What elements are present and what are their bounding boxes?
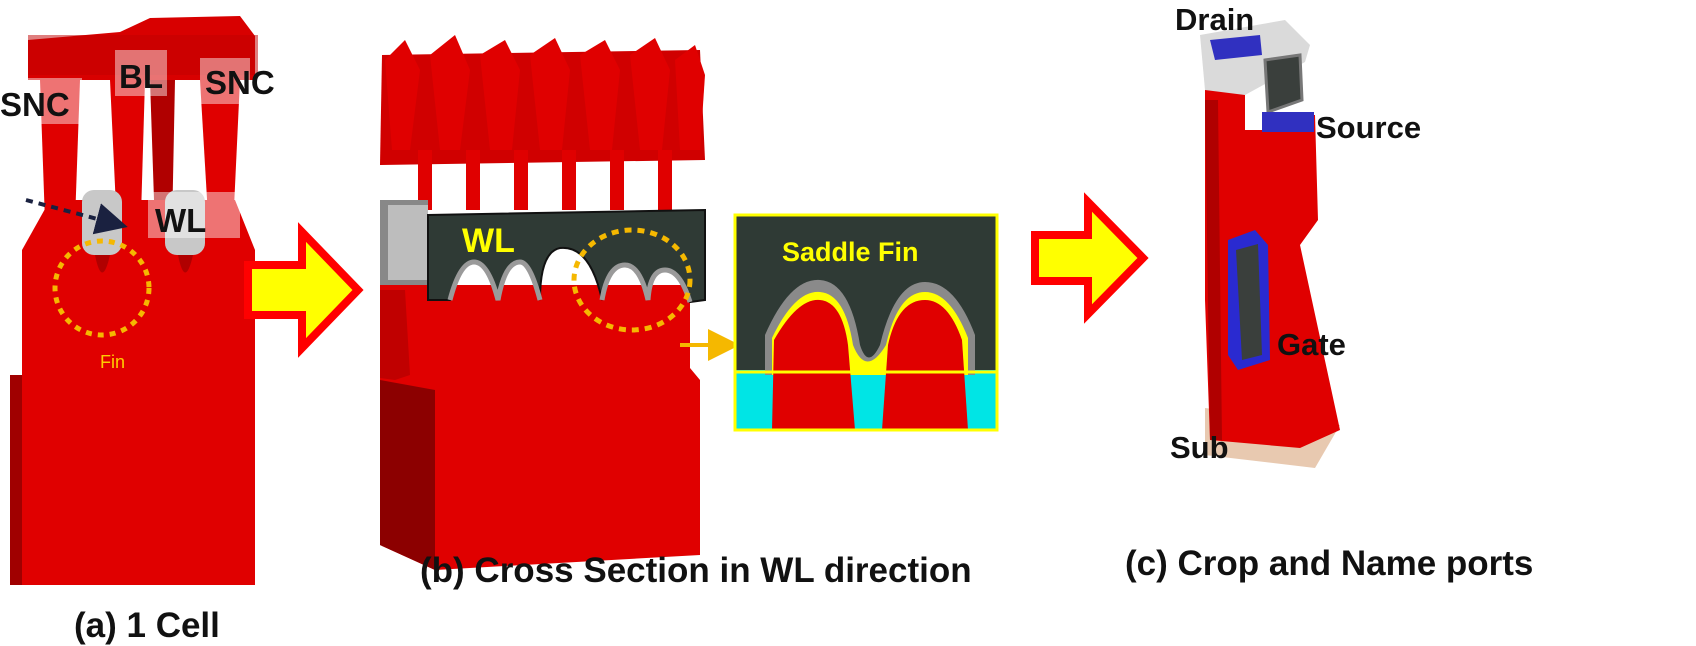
cell-base [10,375,255,585]
cross-section-silicon [380,285,700,570]
panel-a-cell: SNC BL SNC WL Fin (a) 1 Cell [0,16,275,645]
caption-a: (a) 1 Cell [74,606,220,645]
caption-c: (c) Crop and Name ports [1125,544,1533,583]
label-wl-b: WL [462,222,515,260]
saddle-marker-circle [571,227,693,333]
direction-arrow-icon [25,198,128,235]
label-wl: WL [155,202,206,239]
label-fin: Fin [100,352,125,372]
panel-c-cropped-transistor: Drain Source Gate Sub (c) Crop and Name … [1125,2,1533,583]
fin-marker-circle [52,238,152,338]
source-contact [1263,53,1304,115]
panel-b-cross-section: WL Saddle Fin (b) Cross Section in WL di… [380,35,999,590]
label-gate: Gate [1277,327,1346,362]
caption-b: (b) Cross Section in WL direction [420,551,972,590]
saddle-fin-inset: Saddle Fin [733,213,999,432]
label-bl: BL [119,58,163,95]
source-port [1262,112,1314,132]
label-drain: Drain [1175,2,1254,37]
label-sub: Sub [1170,430,1229,465]
flow-arrow-icon [1031,192,1149,324]
label-snc-left: SNC [0,86,70,123]
wl-gate-right [165,190,205,255]
label-source: Source [1316,110,1421,145]
label-snc-right: SNC [205,64,275,101]
flow-arrow-icon [244,222,364,358]
label-saddle-fin: Saddle Fin [782,237,919,267]
